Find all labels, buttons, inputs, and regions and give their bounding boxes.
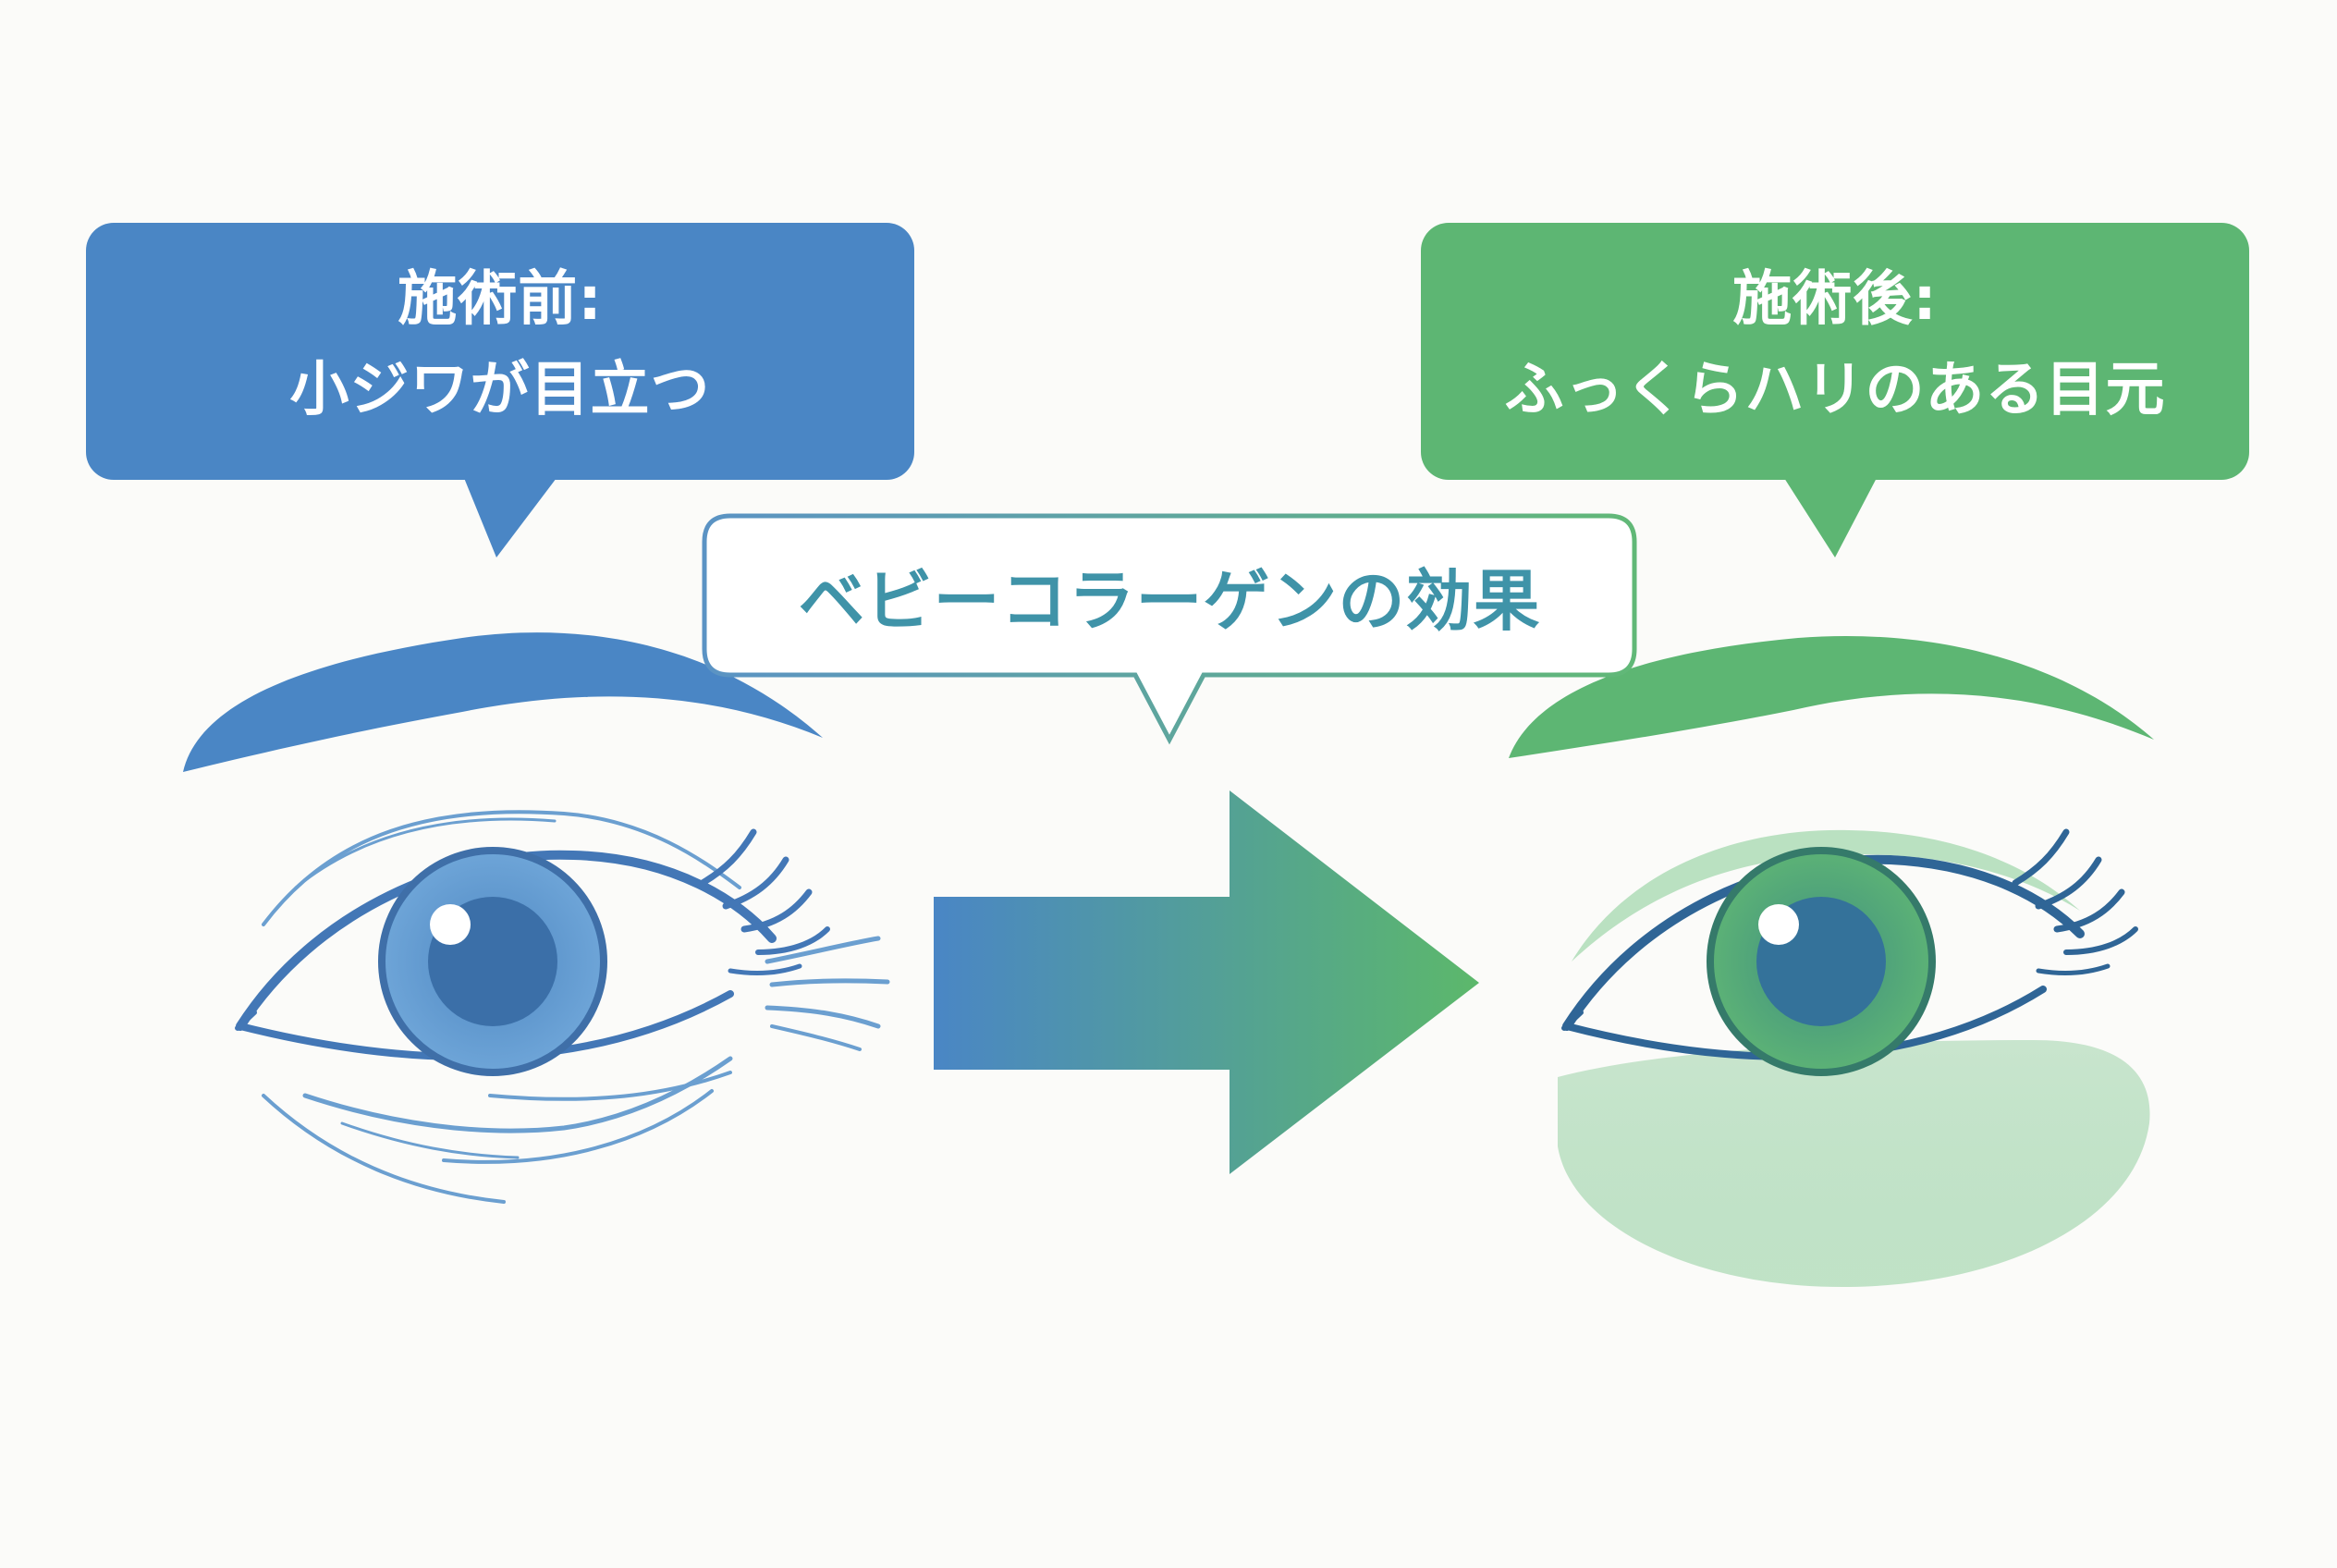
after-callout-text: 施術後: ふっくらハリのある目元: [1421, 254, 2249, 435]
before-callout-text: 施術前: 小ジワが目立つ: [86, 254, 914, 435]
before-callout-bubble: [86, 223, 914, 557]
before-title: 施術前:: [398, 265, 603, 334]
after-callout-bubble: [1421, 223, 2249, 557]
before-eye-illustration: [235, 810, 890, 1204]
center-label-text: ベビーコラーゲンの効果: [798, 562, 1541, 640]
after-caption: ふっくらハリのある目元: [1504, 356, 2166, 424]
center-label-bubble: [702, 513, 1637, 745]
after-eyebrow: [1509, 635, 2154, 758]
before-eyebrow: [183, 632, 823, 772]
transition-arrow: [934, 790, 1479, 1174]
before-caption: 小ジワが目立つ: [289, 356, 711, 424]
after-eye-illustration: [1558, 828, 2150, 1288]
after-title: 施術後:: [1732, 265, 1938, 334]
